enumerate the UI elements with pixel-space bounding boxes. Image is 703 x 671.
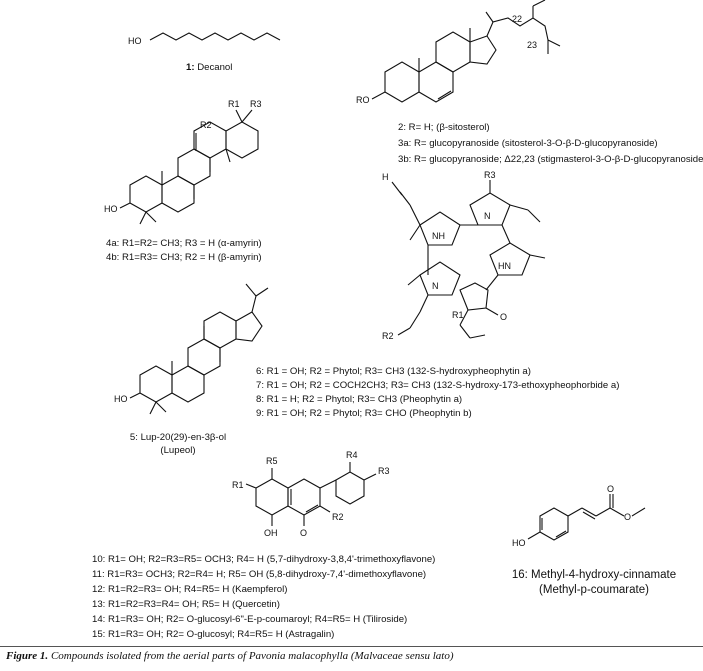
compound-4b-line: 4b: R1=R3= CH3; R2 = H (β-amyrin) (106, 252, 262, 263)
flavone-r3-label: R3 (378, 466, 390, 476)
coumarate-ester-o-label: O (624, 512, 631, 522)
figure-caption-label: Figure 1. (6, 650, 49, 662)
amyrin-r3-label: R3 (250, 99, 262, 109)
compound-7-line: 7: R1 = OH; R2 = COCH2CH3; R3= CH3 (132-… (256, 380, 620, 391)
compound-11-line: 11: R1=R3= OCH3; R2=R4= H; R5= OH (5,8-d… (92, 569, 427, 580)
sitosterol-structure (371, 0, 561, 103)
coumarate-structure (527, 494, 646, 541)
amyrin-structure (119, 109, 259, 225)
compound-2-line: 2: R= H; (β-sitosterol) (398, 122, 490, 133)
pheo-r1-label: R1 (452, 310, 464, 320)
compound-6-line: 6: R1 = OH; R2 = Phytol; R3= CH3 (132-S-… (256, 366, 531, 377)
pheo-h-label: H (382, 172, 389, 182)
sterol-ro-label: RO (356, 95, 370, 105)
flavone-r1-label: R1 (232, 480, 244, 490)
sterol-c22-label: 22 (512, 14, 522, 24)
flavone-o-label: O (300, 528, 307, 538)
amyrin-ho-label: HO (104, 204, 118, 214)
lupeol-ho-label: HO (114, 394, 128, 404)
coumarate-carbonyl-o-label: O (607, 484, 614, 494)
compound-13-line: 13: R1=R2=R3=R4= OH; R5= H (Quercetin) (92, 599, 280, 610)
caption-divider (0, 646, 703, 647)
sterol-c23-label: 23 (527, 40, 537, 50)
decanol-structure (149, 32, 281, 41)
compound-16-common: (Methyl-p-coumarate) (539, 584, 649, 596)
amyrin-r1-label: R1 (228, 99, 240, 109)
pheo-nh-label: NH (432, 231, 445, 241)
figure-caption: Figure 1. Compounds isolated from the ae… (6, 650, 454, 662)
compound-1-number: 1: (186, 62, 195, 73)
flavone-structure (245, 462, 377, 526)
compound-8-line: 8: R1 = H; R2 = Phytol; R3= CH3 (Pheophy… (256, 394, 463, 405)
flavone-r4-label: R4 (346, 450, 358, 460)
pheophytin-structure (391, 180, 546, 339)
compound-5-common: (Lupeol) (160, 445, 196, 456)
compound-12-line: 12: R1=R2=R3= OH; R4=R5= H (Kaempferol) (92, 584, 288, 595)
compound-1-name: Decanol (197, 62, 233, 73)
compound-15-line: 15: R1=R3= OH; R2= O-glucosyl; R4=R5= H … (92, 629, 335, 640)
pheo-n2-label: N (432, 281, 439, 291)
compound-16-name: 16: Methyl-4-hydroxy-cinnamate (511, 569, 677, 581)
flavone-oh-label: OH (264, 528, 278, 538)
flavone-r5-label: R5 (266, 456, 278, 466)
compound-3a-line: 3a: R= glucopyranoside (sitosterol-3-O-β… (398, 138, 658, 149)
amyrin-r2-label: R2 (200, 120, 212, 130)
coumarate-ho-label: HO (512, 538, 526, 548)
compound-9-line: 9: R1 = OH; R2 = Phytol; R3= CHO (Pheoph… (256, 408, 472, 419)
pheo-r2-label: R2 (382, 331, 394, 341)
compound-1-caption: 1: Decanol (186, 62, 232, 73)
pheo-hn-label: HN (498, 261, 511, 271)
compound-3b-line: 3b: R= glucopyranoside; Δ22,23 (stigmast… (398, 154, 703, 165)
compound-14-line: 14: R1=R3= OH; R2= O-glucosyl-6"-E-p-cou… (92, 614, 408, 625)
flavone-r2-label: R2 (332, 512, 344, 522)
decanol-ho-label: HO (128, 36, 142, 46)
compound-10-line: 10: R1= OH; R2=R3=R5= OCH3; R4= H (5,7-d… (92, 554, 436, 565)
compound-4a-line: 4a: R1=R2= CH3; R3 = H (α-amyrin) (106, 238, 262, 249)
figure-caption-text: Compounds isolated from the aerial parts… (50, 650, 454, 662)
lupeol-structure (129, 283, 269, 415)
pheo-r3-label: R3 (484, 170, 496, 180)
pheo-o-label: O (500, 312, 507, 322)
pheo-n1-label: N (484, 211, 491, 221)
compound-5-name: 5: Lup-20(29)-en-3β-ol (129, 432, 227, 443)
